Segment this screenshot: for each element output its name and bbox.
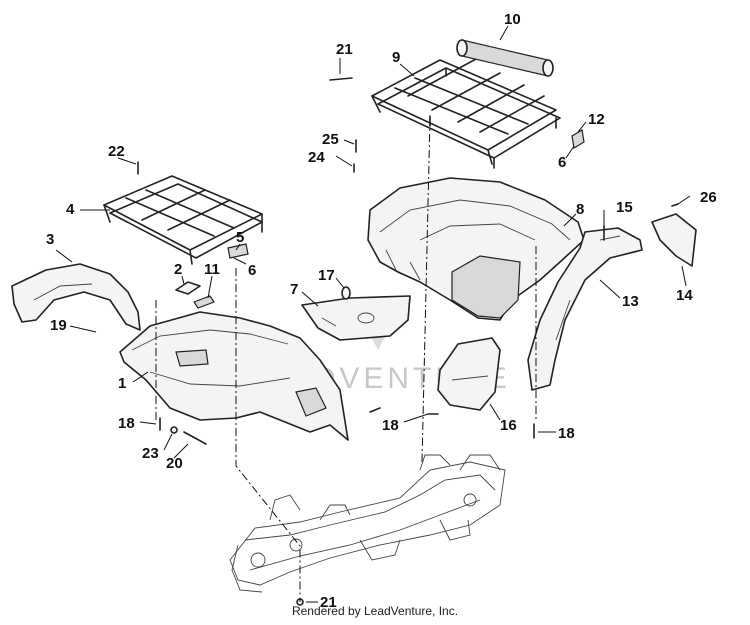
callout-14: 14 <box>676 287 693 304</box>
side-panel-16 <box>437 337 501 411</box>
grommet-17 <box>341 286 351 300</box>
callout-24: 24 <box>308 149 325 166</box>
callout-7: 7 <box>290 281 298 298</box>
plate-2 <box>175 281 201 295</box>
callout-10: 10 <box>504 11 521 28</box>
callout-9: 9 <box>392 49 400 66</box>
callout-labels: 1 2 3 4 5 6 6 7 8 9 10 11 12 13 14 15 16… <box>46 11 717 611</box>
callout-3: 3 <box>46 231 54 248</box>
callout-21-bottom: 21 <box>320 594 337 611</box>
callout-1: 1 <box>118 375 126 392</box>
callout-18-middle: 18 <box>382 417 399 434</box>
callout-19: 19 <box>50 317 67 334</box>
rack-grab-bar <box>456 39 554 77</box>
callout-8: 8 <box>576 201 584 218</box>
render-credit: Rendered by LeadVenture, Inc. <box>291 604 459 618</box>
clip-5 <box>227 243 249 259</box>
callout-11: 11 <box>204 261 220 278</box>
callout-12: 12 <box>588 111 605 128</box>
callout-17: 17 <box>318 267 335 284</box>
center-panel-7 <box>301 295 411 341</box>
callout-6-rear: 6 <box>558 154 566 171</box>
callout-5: 5 <box>236 229 244 246</box>
clip-12 <box>571 129 585 149</box>
callout-25: 25 <box>322 131 339 148</box>
callout-4: 4 <box>66 201 75 218</box>
callout-20: 20 <box>166 455 183 472</box>
leader-lines <box>55 25 691 603</box>
callout-26: 26 <box>700 189 717 206</box>
rear-fender <box>367 177 585 321</box>
callout-18-left: 18 <box>118 415 135 432</box>
atv-frame <box>229 454 506 593</box>
callout-15: 15 <box>616 199 633 216</box>
plate-11 <box>193 295 215 309</box>
callout-22: 22 <box>108 143 125 160</box>
callout-23: 23 <box>142 445 159 462</box>
callout-21-top: 21 <box>336 41 353 58</box>
callout-6-front: 6 <box>248 262 256 279</box>
front-rack <box>103 175 263 265</box>
callout-18-right: 18 <box>558 425 575 442</box>
rear-rack <box>371 58 561 169</box>
front-side-guard <box>11 263 141 331</box>
front-fender <box>119 311 349 441</box>
bracket-14 <box>651 213 697 267</box>
assembly-guides <box>155 117 537 602</box>
fasteners <box>137 77 679 606</box>
callout-16: 16 <box>500 417 517 434</box>
callout-13: 13 <box>622 293 639 310</box>
callout-2: 2 <box>174 261 182 278</box>
